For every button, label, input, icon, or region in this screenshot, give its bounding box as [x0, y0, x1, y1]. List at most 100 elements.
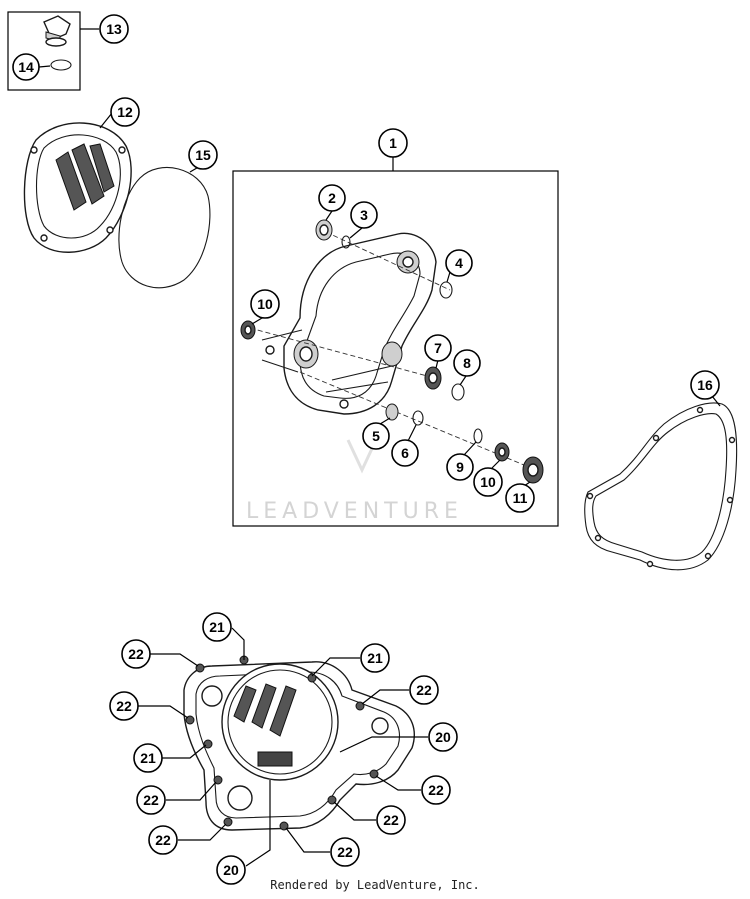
callout-22-c[interactable]: 22	[109, 691, 139, 721]
leader-16	[711, 395, 721, 407]
seal-10-upper[interactable]	[240, 320, 256, 340]
leader-6	[407, 424, 417, 442]
leader-20a	[339, 736, 428, 753]
callout-22-a[interactable]: 22	[121, 639, 151, 669]
svg-text:14: 14	[18, 59, 34, 75]
svg-text:7: 7	[434, 340, 442, 356]
leader-22c	[138, 705, 189, 719]
svg-text:22: 22	[143, 792, 159, 808]
inset-frame-13-14	[7, 11, 81, 91]
svg-text:4: 4	[455, 255, 463, 271]
bearing-7[interactable]	[424, 366, 442, 390]
leader-12	[99, 112, 113, 129]
svg-text:22: 22	[428, 782, 444, 798]
callout-12[interactable]: 12	[110, 97, 140, 127]
watermark: LEADVENTURE	[246, 499, 463, 524]
svg-text:21: 21	[209, 619, 225, 635]
oil-filler-plug[interactable]	[43, 15, 71, 47]
assembled-clutch-cover[interactable]	[183, 655, 415, 831]
callout-1[interactable]: 1	[378, 128, 408, 158]
callout-22-g[interactable]: 22	[148, 825, 178, 855]
callout-22-e[interactable]: 22	[421, 775, 451, 805]
svg-text:20: 20	[223, 862, 239, 878]
svg-text:12: 12	[117, 104, 133, 120]
callout-11[interactable]: 11	[505, 483, 535, 513]
callout-7[interactable]: 7	[424, 334, 452, 362]
o-ring-14[interactable]	[50, 59, 72, 71]
callout-16[interactable]: 16	[690, 370, 720, 400]
leader-10b	[491, 459, 501, 469]
circlip-9[interactable]	[473, 428, 483, 444]
callout-3[interactable]: 3	[350, 201, 378, 229]
leader-3	[349, 227, 363, 239]
watermark-logo	[346, 439, 378, 474]
bushing-5[interactable]	[385, 403, 399, 421]
leader-22b	[361, 689, 409, 705]
svg-text:13: 13	[106, 21, 122, 37]
callout-4[interactable]: 4	[445, 249, 473, 277]
bolt-6[interactable]	[203, 739, 213, 749]
leader-4	[446, 271, 451, 283]
leader-21b	[311, 657, 360, 677]
callout-15[interactable]: 15	[188, 140, 218, 170]
callout-22-b[interactable]: 22	[409, 675, 439, 705]
svg-text:22: 22	[337, 844, 353, 860]
seal-10-lower[interactable]	[494, 442, 510, 462]
svg-text:15: 15	[195, 147, 211, 163]
callout-22-h[interactable]: 22	[330, 837, 360, 867]
svg-text:9: 9	[456, 459, 464, 475]
clutch-cover-gasket[interactable]	[118, 167, 211, 289]
circlip-8[interactable]	[451, 383, 465, 401]
ktm-logo	[257, 751, 293, 767]
circlip-6[interactable]	[412, 410, 424, 426]
leader-22f	[333, 801, 376, 821]
leader-22g	[178, 823, 227, 841]
svg-text:2: 2	[328, 190, 336, 206]
circlip-3[interactable]	[341, 235, 351, 249]
callout-8[interactable]: 8	[453, 349, 481, 377]
callout-9[interactable]: 9	[446, 453, 474, 481]
clutch-cover-outer[interactable]	[23, 122, 132, 253]
bushing-2[interactable]	[315, 219, 333, 241]
svg-text:22: 22	[155, 832, 171, 848]
svg-text:20: 20	[435, 729, 451, 745]
svg-text:16: 16	[697, 377, 713, 393]
callout-22-f[interactable]: 22	[376, 805, 406, 835]
svg-text:22: 22	[383, 812, 399, 828]
clutch-cover-inner[interactable]	[261, 232, 437, 415]
callout-20-right[interactable]: 20	[428, 722, 458, 752]
svg-text:22: 22	[128, 646, 144, 662]
svg-text:10: 10	[480, 474, 496, 490]
svg-text:22: 22	[116, 698, 132, 714]
leader-10a	[251, 317, 263, 325]
callout-21-left[interactable]: 21	[133, 743, 163, 773]
bearing-11[interactable]	[522, 456, 544, 484]
svg-text:10: 10	[257, 296, 273, 312]
callout-20-bottom[interactable]: 20	[216, 855, 246, 885]
svg-text:3: 3	[360, 207, 368, 223]
callout-21-top[interactable]: 21	[202, 612, 232, 642]
callout-21-right[interactable]: 21	[360, 643, 390, 673]
callout-6[interactable]: 6	[391, 439, 419, 467]
leader-21a	[231, 627, 245, 660]
callout-5[interactable]: 5	[362, 422, 390, 450]
leader-8	[459, 375, 467, 386]
leader-5	[379, 417, 391, 425]
callout-14[interactable]: 14	[12, 53, 40, 81]
bolt-3[interactable]	[307, 673, 317, 683]
svg-text:6: 6	[401, 445, 409, 461]
leader-9	[463, 441, 477, 456]
callout-22-d[interactable]: 22	[136, 785, 166, 815]
callout-13[interactable]: 13	[99, 14, 129, 44]
callout-10-upper[interactable]: 10	[250, 289, 280, 319]
clutch-cover-gasket-16[interactable]	[584, 402, 738, 571]
svg-text:21: 21	[140, 750, 156, 766]
callout-2[interactable]: 2	[318, 184, 346, 212]
o-ring-4[interactable]	[439, 281, 453, 299]
leader-22e	[375, 775, 421, 791]
leader-22h	[285, 827, 330, 853]
assembly-frame-1	[232, 170, 559, 527]
leader-21c	[162, 744, 207, 759]
callout-10-lower[interactable]: 10	[473, 467, 503, 497]
footer-credit: Rendered by LeadVenture, Inc.	[270, 878, 480, 892]
